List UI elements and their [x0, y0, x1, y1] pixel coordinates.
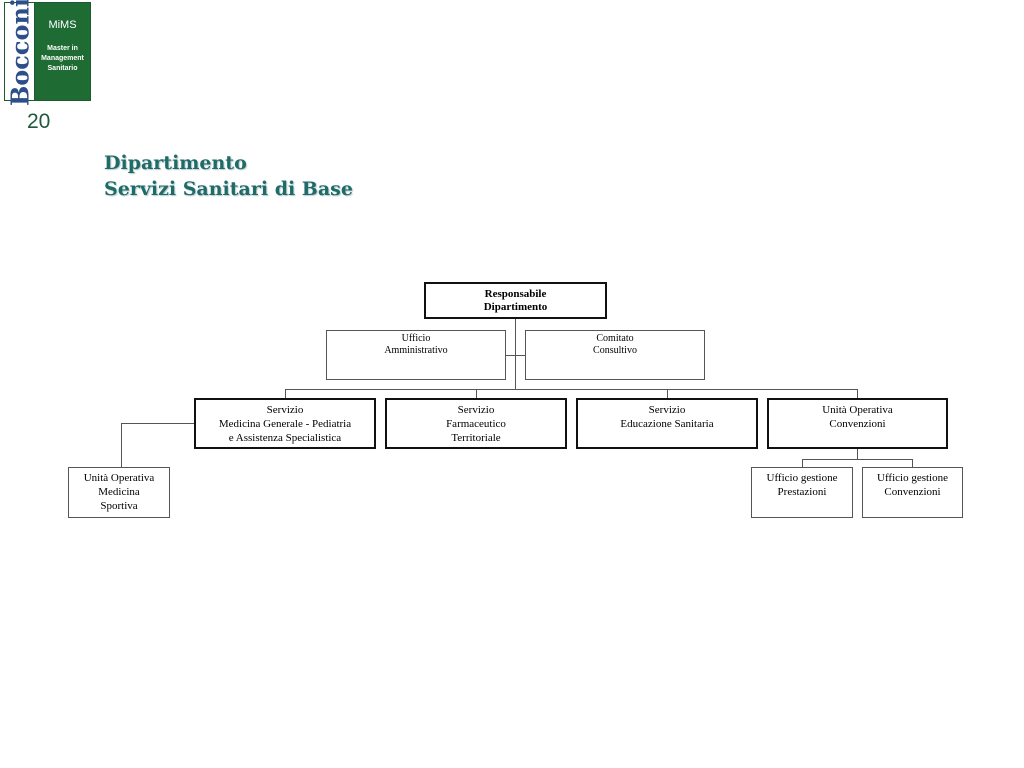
- node-label-line: Educazione Sanitaria: [620, 418, 714, 430]
- node-label-line: Ufficio gestione: [766, 472, 838, 484]
- node-label-line: Dipartimento: [483, 301, 548, 313]
- node-label-line: Unità Operativa: [83, 472, 155, 484]
- node-label-line: Convenzioni: [884, 486, 941, 498]
- node-label-line: Sportiva: [100, 500, 138, 512]
- node-label-line: Consultivo: [593, 345, 637, 356]
- node-ufficio-amministrativo: Ufficio Amministrativo: [326, 330, 506, 380]
- title-line-2: Servizi Sanitari di Base: [104, 178, 353, 200]
- logo-abbr: MiMS: [48, 19, 77, 31]
- title-line-1: Dipartimento: [104, 152, 247, 174]
- node-servizio-farmaceutico: Servizio Farmaceutico Territoriale: [385, 398, 567, 449]
- node-label-line: Responsabile: [484, 288, 547, 300]
- logo-line-2: Management: [41, 55, 84, 62]
- node-label-line: Medicina: [98, 486, 140, 498]
- node-uo-convenzioni: Unità Operativa Convenzioni: [767, 398, 948, 449]
- node-servizio-educazione-sanitaria: Servizio Educazione Sanitaria: [576, 398, 758, 449]
- node-label-line: Territoriale: [451, 432, 501, 444]
- logo-line-1: Master in: [47, 45, 78, 52]
- node-label-line: Unità Operativa: [822, 404, 893, 416]
- slide-number: 20: [27, 110, 51, 133]
- node-label-line: Ufficio gestione: [877, 472, 948, 484]
- logo-brand-panel: Bocconi: [5, 0, 35, 106]
- node-label-line: Servizio: [266, 404, 304, 416]
- node-label-line: Servizio: [648, 404, 686, 416]
- node-label-line: Ufficio: [401, 333, 431, 344]
- logo-program-panel: MiMS Master in Management Sanitario: [35, 3, 90, 100]
- node-ufficio-gestione-convenzioni: Ufficio gestione Convenzioni: [862, 467, 963, 518]
- node-comitato-consultivo: Comitato Consultivo: [525, 330, 705, 380]
- node-label-line: e Assistenza Specialistica: [228, 432, 342, 444]
- node-label-line: Convenzioni: [829, 418, 886, 430]
- bocconi-logo: Bocconi MiMS Master in Management Sanita…: [4, 0, 91, 106]
- node-ufficio-gestione-prestazioni: Ufficio gestione Prestazioni: [751, 467, 853, 518]
- logo-line-3: Sanitario: [47, 65, 78, 72]
- page-title: Dipartimento Servizi Sanitari di Base: [104, 150, 353, 202]
- node-servizio-medicina-generale: Servizio Medicina Generale - Pediatria e…: [194, 398, 376, 449]
- node-label-line: Farmaceutico: [446, 418, 506, 430]
- node-uo-medicina-sportiva: Unità Operativa Medicina Sportiva: [68, 467, 170, 518]
- node-responsabile-dipartimento: Responsabile Dipartimento: [424, 282, 607, 319]
- node-label-line: Medicina Generale - Pediatria: [218, 418, 352, 430]
- node-label-line: Prestazioni: [777, 486, 827, 498]
- node-label-line: Servizio: [457, 404, 495, 416]
- node-label-line: Comitato: [596, 333, 634, 344]
- node-label-line: Amministrativo: [384, 345, 448, 356]
